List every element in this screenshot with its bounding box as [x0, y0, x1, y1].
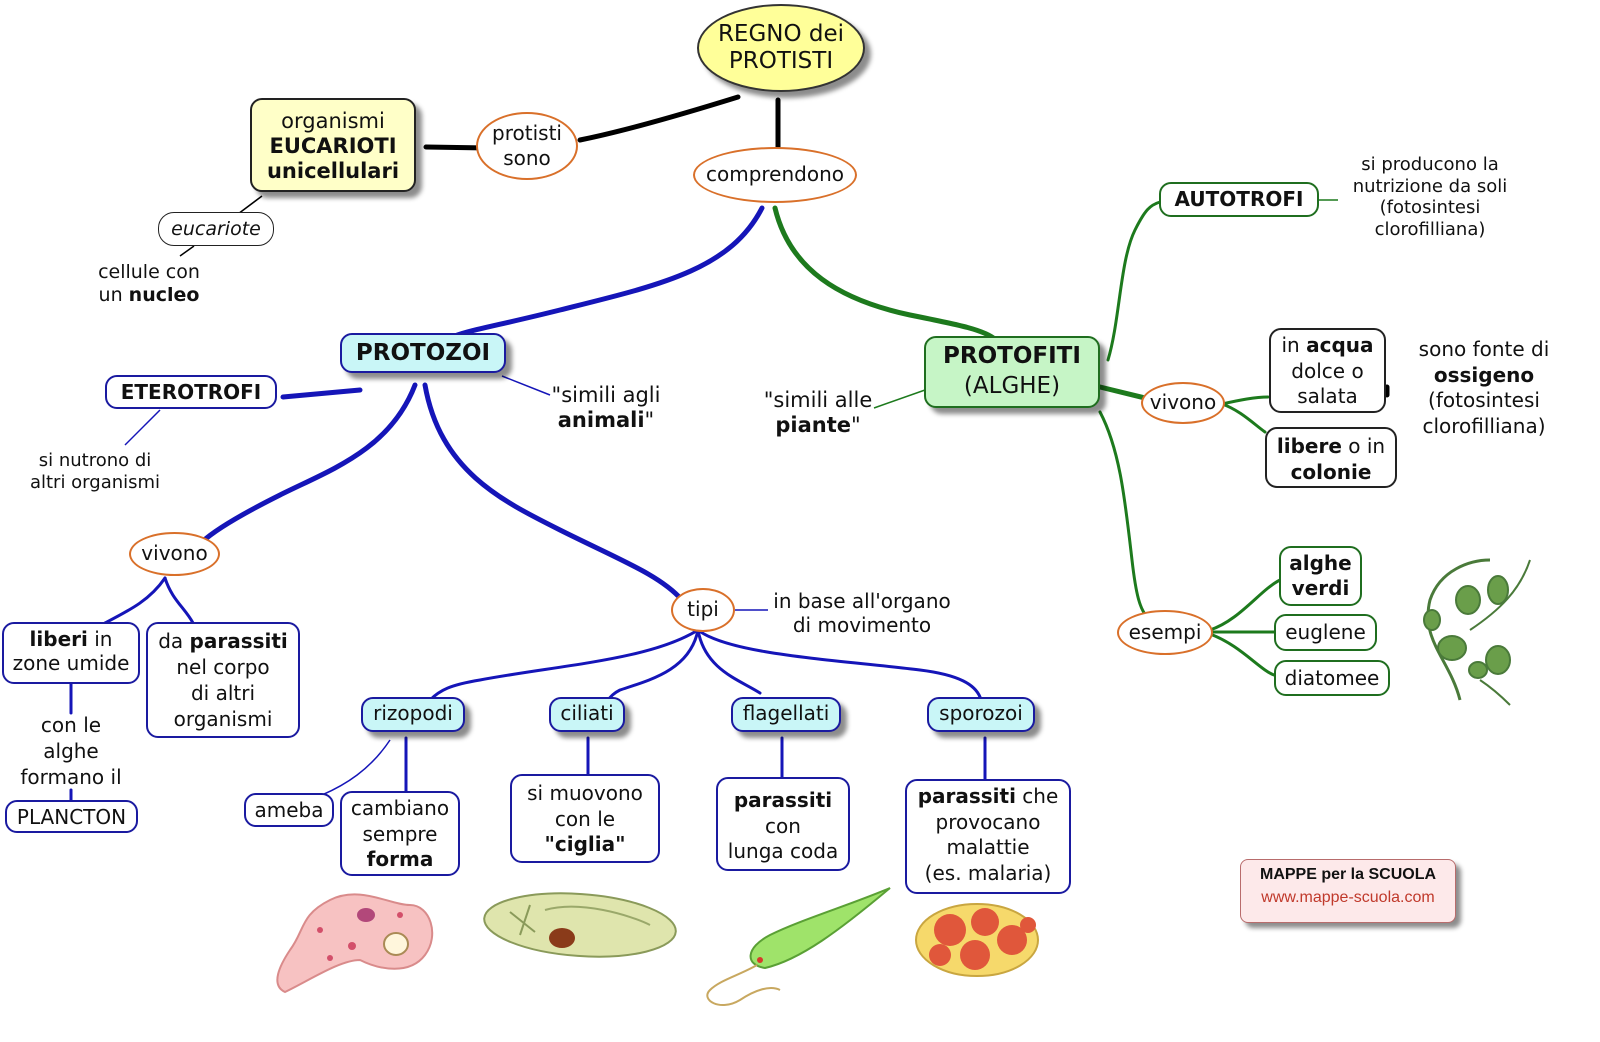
nutrizione-text: si producono la nutrizione da soli (foto…	[1352, 154, 1508, 240]
muovono-node: si muovono con le "ciglia"	[510, 774, 660, 863]
ameba-node: ameba	[244, 793, 334, 827]
flagellati-node: flagellati	[731, 697, 841, 732]
autotrofi-node: AUTOTROFI	[1159, 182, 1319, 217]
definition-box: organismi EUCARIOTI unicellulari	[250, 98, 416, 192]
alghe-verdi-node: alghe verdi	[1279, 546, 1362, 606]
rizopodi-node: rizopodi	[361, 697, 465, 732]
cambiano-node: cambiano sempre forma	[340, 791, 460, 876]
algae-illustration	[1423, 558, 1531, 706]
ameba-illustration	[276, 893, 434, 994]
sporozoi-node: sporozoi	[927, 697, 1035, 732]
eucariote-node: eucariote	[158, 212, 274, 246]
diatomee-node: diatomee	[1274, 660, 1390, 696]
line-comprendono-protofiti	[772, 205, 999, 343]
sporozoi-desc-node: parassiti che provocano malattie (es. ma…	[905, 779, 1071, 894]
ossigeno-text: sono fonte di ossigeno (fotosintesi clor…	[1418, 337, 1550, 438]
eterotrofi-node: ETEROTROFI	[105, 375, 277, 409]
flagellati-desc-node: parassiti con lunga coda	[716, 777, 850, 871]
liberi-node: liberi in zone umide	[2, 622, 140, 684]
ciliati-node: ciliati	[549, 697, 625, 732]
line-comprendono-protozoi	[452, 205, 765, 339]
tipi-node: tipi	[671, 588, 735, 632]
brand-badge: MAPPE per la SCUOLA www.mappe-scuola.com	[1240, 859, 1456, 923]
protofiti-node: PROTOFITI (ALGHE)	[924, 336, 1100, 408]
root-line1: REGNO dei	[717, 20, 845, 47]
line-protozoi-vivono	[199, 382, 418, 545]
protozoi-simili: "simili agli animali"	[551, 383, 661, 433]
line-protozoi-eterotrofi	[280, 387, 363, 400]
nutrono-text: si nutrono di altri organismi	[29, 450, 161, 493]
organo-text: in base all'organo di movimento	[773, 589, 951, 637]
def-line1: organismi	[281, 109, 385, 133]
plancton-node: PLANCTON	[5, 800, 138, 833]
brand-title: MAPPE per la SCUOLA	[1259, 866, 1437, 883]
flagellate-illustration	[706, 887, 891, 1006]
protozoi-vivono: vivono	[129, 532, 220, 576]
ciliate-illustration	[483, 892, 677, 958]
protofiti-simili: "simili alle piante"	[763, 388, 873, 438]
root-node: REGNO dei PROTISTI	[697, 4, 865, 92]
root-line2: PROTISTI	[728, 48, 834, 74]
conle-text: con le alghe formano il	[20, 713, 122, 789]
libere-node: libere o in colonie	[1265, 427, 1397, 488]
protofiti-vivono: vivono	[1141, 382, 1225, 424]
line-protozoi-tipi	[422, 382, 685, 603]
cellule-text: cellule con un nucleo	[98, 261, 200, 306]
link-protisti-sono: protisti sono	[476, 112, 578, 180]
protozoi-node: PROTOZOI	[340, 333, 506, 373]
sporozoa-illustration	[915, 903, 1039, 977]
esempi-node: esempi	[1117, 610, 1213, 655]
parassiti-node: da parassiti nel corpo di altri organism…	[146, 622, 300, 738]
line-root-protisti	[577, 94, 741, 143]
acqua-node: in acqua dolce o salata	[1269, 328, 1386, 413]
link-comprendono: comprendono	[693, 147, 857, 203]
def-line3: unicellulari	[266, 158, 400, 183]
def-line2: EUCARIOTI	[269, 133, 397, 158]
brand-url[interactable]: www.mappe-scuola.com	[1261, 889, 1435, 906]
euglene-node: euglene	[1274, 614, 1377, 651]
